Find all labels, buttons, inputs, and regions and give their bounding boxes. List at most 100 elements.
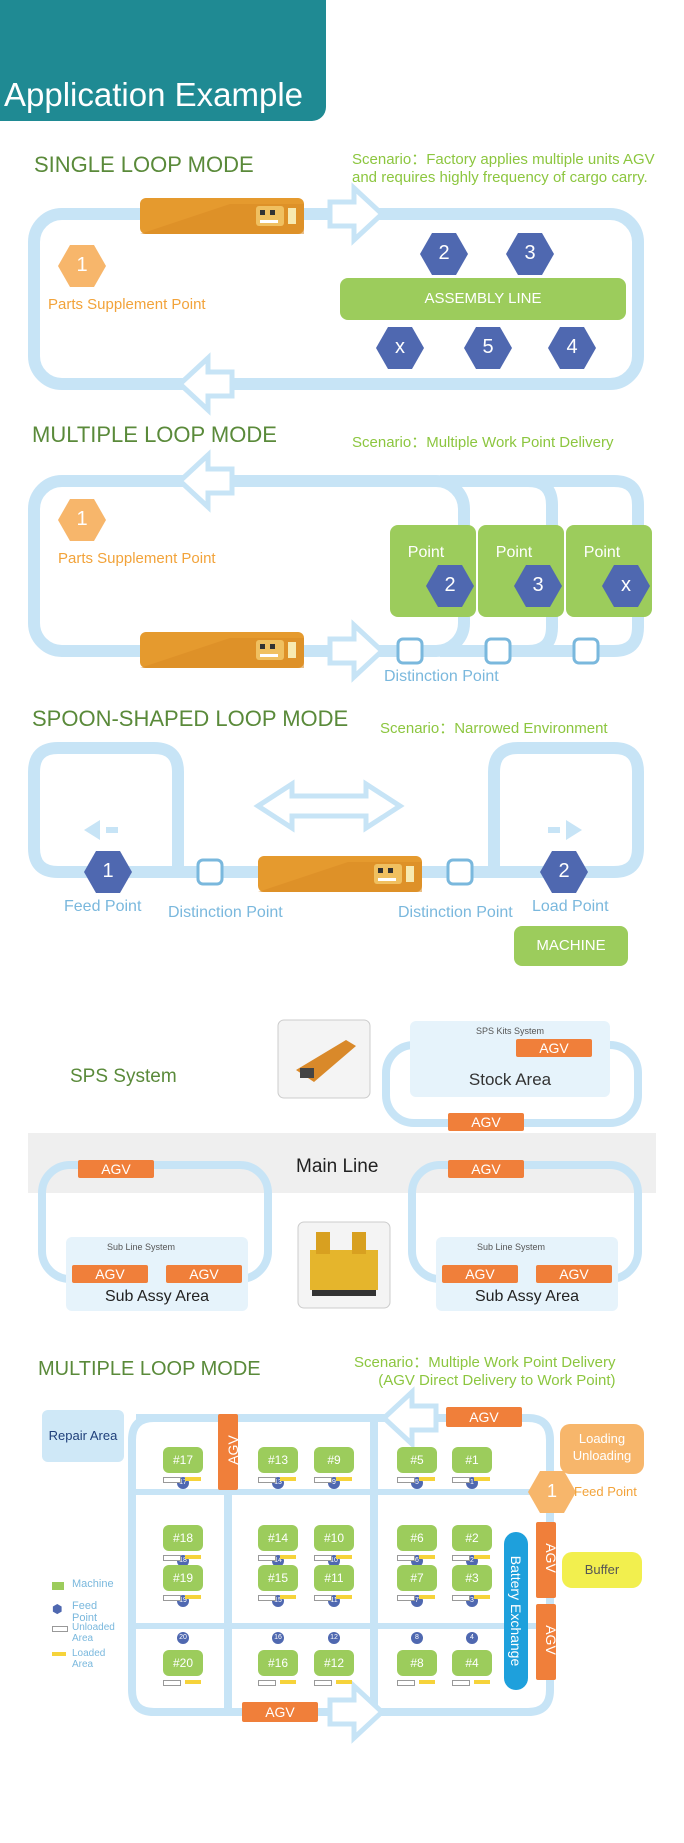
feed-hex-1 [84, 851, 132, 893]
feed-point-16: 16 [272, 1632, 284, 1644]
station-hex-3 [506, 233, 554, 275]
spoon-distinction-left-label: Distinction Point [168, 904, 283, 921]
layout-feed-hex [528, 1471, 576, 1513]
spoon-distinction-left [196, 858, 224, 886]
unloaded-area [258, 1555, 276, 1561]
loaded-area [336, 1595, 352, 1599]
single-parts-label: Parts Supplement Point [48, 296, 206, 313]
stock-panel [410, 1021, 610, 1097]
loaded-area [474, 1595, 490, 1599]
spoon-double-arrow [253, 779, 405, 833]
machine-13: #13 [258, 1447, 298, 1473]
machine-16: #16 [258, 1650, 298, 1676]
point-3-label: Point [495, 544, 533, 561]
unloaded-area [258, 1680, 276, 1686]
machine-8: #8 [397, 1650, 437, 1676]
station-x-label: x [395, 336, 405, 358]
feed-point-8: 8 [411, 1632, 423, 1644]
single-loop-arrow-right [330, 188, 382, 240]
sub-assy-left: Sub Assy Area [104, 1288, 210, 1305]
spoon-loop-scenario: Scenario：Narrowed Environment [380, 720, 608, 737]
loaded-area [336, 1680, 352, 1684]
multi-parts-hex [58, 499, 106, 541]
legend-unloaded-swatch [52, 1626, 68, 1632]
point-3-number: 3 [532, 574, 544, 596]
multi-parts-number: 1 [76, 508, 88, 530]
stock-agv-tag: AGV [516, 1039, 592, 1057]
spoon-distinction-right [446, 858, 474, 886]
legend-feed-hex-icon: ⬢ [52, 1602, 63, 1616]
multi-distinction-label: Distinction Point [384, 668, 499, 685]
single-loop-title: SINGLE LOOP MODE [34, 152, 254, 177]
sub-left-agv-1: AGV [72, 1265, 148, 1283]
station-hex-4 [548, 327, 596, 369]
main-agv-right: AGV [448, 1160, 524, 1178]
point-x-number: x [621, 574, 631, 596]
machine-10: #10 [314, 1525, 354, 1551]
unloaded-area [314, 1680, 332, 1686]
single-loop-arrow-left [180, 358, 232, 410]
multi-loop-title: MULTIPLE LOOP MODE [32, 422, 277, 447]
feed-number: 1 [102, 860, 114, 882]
unloaded-area [163, 1477, 181, 1483]
unloaded-area [397, 1477, 415, 1483]
load-point-label: Load Point [532, 898, 609, 915]
multi-loop-scenario: Scenario：Multiple Work Point Delivery [352, 434, 614, 451]
point-hex-3 [514, 565, 562, 607]
loading-unloading: Loading Unloading [560, 1424, 644, 1474]
distinction-square-3 [572, 637, 600, 665]
point-2-number: 2 [444, 574, 456, 596]
machine-19: #19 [163, 1565, 203, 1591]
legend-machine-swatch [52, 1582, 64, 1590]
loaded-area [419, 1680, 435, 1684]
loaded-area [280, 1477, 296, 1481]
layout-agv-vertical-3: AGV [536, 1604, 559, 1680]
layout-arrow-left [384, 1392, 436, 1444]
loaded-area [474, 1680, 490, 1684]
loaded-area [336, 1555, 352, 1559]
machine-18: #18 [163, 1525, 203, 1551]
layout-outer-track [128, 1414, 554, 1716]
station-3-label: 3 [524, 242, 536, 264]
point-hex-2 [426, 565, 474, 607]
station-2-label: 2 [438, 242, 450, 264]
machine-2: #2 [452, 1525, 492, 1551]
legend-loaded-label: Loaded Area [72, 1648, 106, 1670]
single-loop-scenario: Scenario：Factory applies multiple units … [352, 151, 655, 186]
feed-point-label: Feed Point [64, 898, 142, 915]
legend-loaded-swatch [52, 1652, 66, 1656]
unloaded-area [314, 1555, 332, 1561]
machine-14: #14 [258, 1525, 298, 1551]
feed-point-4: 4 [466, 1632, 478, 1644]
station-4-label: 4 [566, 336, 578, 358]
machine-1: #1 [452, 1447, 492, 1473]
machine-12: #12 [314, 1650, 354, 1676]
loaded-area [419, 1555, 435, 1559]
loaded-area [336, 1477, 352, 1481]
loaded-area [280, 1680, 296, 1684]
machine-box: MACHINE [514, 926, 628, 966]
sub-line-right: Sub Line System [476, 1242, 546, 1252]
spoon-agv [258, 856, 422, 892]
loaded-area [474, 1477, 490, 1481]
battery-exchange-label: Battery Exchange [508, 1555, 524, 1667]
unloaded-area [163, 1595, 181, 1601]
layout-agv-vertical-1-text: AGV [224, 1435, 241, 1465]
machine-7: #7 [397, 1565, 437, 1591]
layout-feed-label: Feed Point [574, 1484, 637, 1499]
station-5-label: 5 [482, 336, 494, 358]
unloaded-area [452, 1477, 470, 1483]
station-hex-x [376, 327, 424, 369]
stock-out-agv-tag: AGV [448, 1113, 524, 1131]
single-parts-hex [58, 245, 106, 287]
sps-title: SPS System [70, 1066, 177, 1087]
feed-point-12: 12 [328, 1632, 340, 1644]
machine-4: #4 [452, 1650, 492, 1676]
header-banner [0, 0, 326, 121]
layout-title: MULTIPLE LOOP MODE [38, 1358, 261, 1380]
repair-area: Repair Area [42, 1410, 124, 1462]
multi-loop-agv [140, 632, 304, 668]
loaded-area [474, 1555, 490, 1559]
loaded-area [419, 1477, 435, 1481]
station-hex-5 [464, 327, 512, 369]
